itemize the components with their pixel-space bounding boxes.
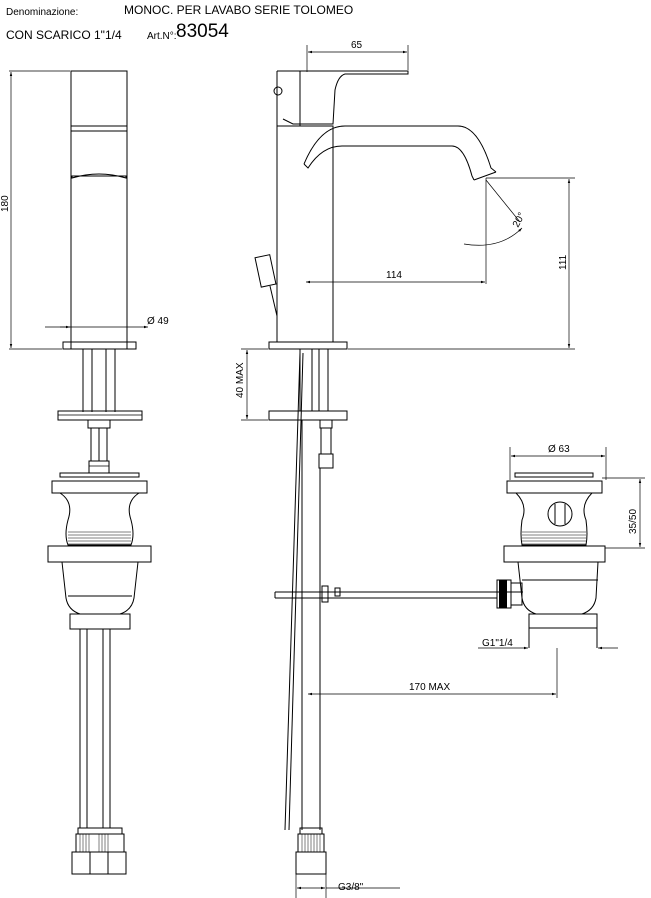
side-view xyxy=(9,70,152,875)
drain-thread-right xyxy=(522,531,586,545)
article-label: Art.N°: xyxy=(147,31,177,42)
dim-body-diameter: Ø 49 xyxy=(147,316,169,327)
dim-drain-height: 35/50 xyxy=(628,509,639,534)
drain-view xyxy=(478,447,645,650)
dim-drain-thread: G1"1/4 xyxy=(482,638,513,649)
article-number: 83054 xyxy=(176,21,229,42)
drain-thread-left xyxy=(68,531,131,545)
dim-deck-thickness: 40 MAX xyxy=(235,362,246,398)
dim-drain-diameter: Ø 63 xyxy=(548,444,570,455)
hose-fitting-center xyxy=(301,834,321,852)
product-name: MONOC. PER LAVABO SERIE TOLOMEO xyxy=(124,3,354,17)
hose-fitting-left xyxy=(79,834,109,852)
dim-rod-length: 170 MAX xyxy=(409,682,450,693)
front-view xyxy=(241,45,575,898)
dim-spout-reach: 114 xyxy=(386,270,402,281)
dim-spout-height: 111 xyxy=(558,254,569,270)
product-detail: CON SCARICO 1"1/4 xyxy=(6,28,122,42)
dim-total-height: 180 xyxy=(0,195,11,212)
dim-spout-projection: 65 xyxy=(351,40,363,51)
denomination-label: Denominazione: xyxy=(6,7,79,18)
dim-hose-thread: G3/8" xyxy=(338,882,364,893)
